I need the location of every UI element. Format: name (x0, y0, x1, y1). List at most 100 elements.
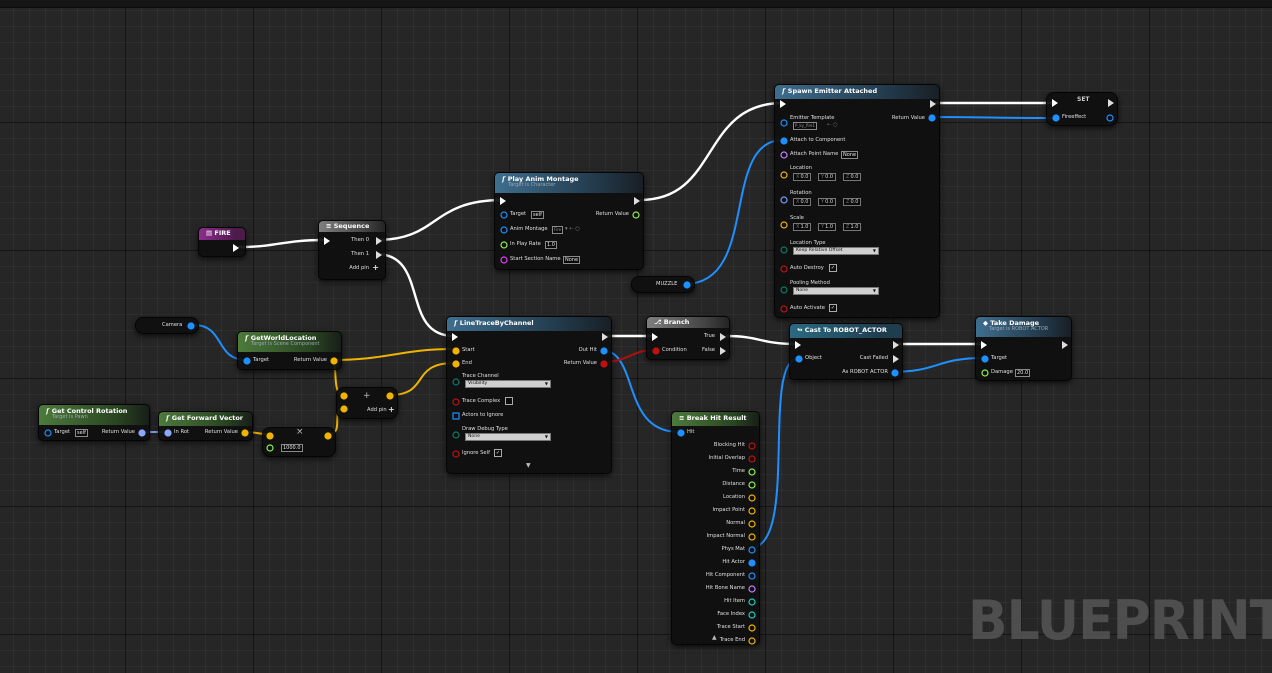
break-output-pin[interactable] (748, 546, 756, 554)
draw-debug-pin[interactable] (452, 431, 460, 439)
trace-complex-pin[interactable] (452, 398, 460, 406)
browse-icon[interactable]: ⇠ ○ (827, 122, 838, 128)
return-value-pin[interactable] (928, 114, 936, 122)
target-pin[interactable] (500, 211, 508, 219)
exec-out-pin[interactable] (893, 341, 899, 349)
add-node[interactable]: + Add pin + (336, 387, 398, 419)
auto-activate-pin[interactable] (780, 305, 788, 313)
muzzle-out-pin[interactable] (683, 281, 691, 289)
break-output-pin[interactable] (748, 624, 756, 632)
exec-in-pin[interactable] (500, 197, 506, 205)
break-output-pin[interactable] (748, 598, 756, 606)
emitter-template-select[interactable]: P_ky_fire1 (793, 122, 818, 130)
return-value-pin[interactable] (632, 211, 640, 219)
draw-debug-dropdown[interactable]: None (465, 433, 551, 441)
exec-out-pin[interactable] (1062, 341, 1068, 349)
scale-z-field[interactable]: Z1.0 (843, 223, 862, 231)
target-pin[interactable] (44, 429, 52, 437)
add-pin-button[interactable]: Add pin (349, 265, 369, 271)
vector-a-pin[interactable] (340, 392, 348, 400)
break-output-pin[interactable] (748, 520, 756, 528)
break-output-pin[interactable] (748, 494, 756, 502)
return-value-pin[interactable] (600, 360, 608, 368)
target-pin[interactable] (243, 357, 251, 365)
location-z-field[interactable]: Z0.0 (843, 173, 862, 181)
multiply-node[interactable]: × 1000.0 (262, 427, 336, 457)
vector-out-pin[interactable] (386, 392, 394, 400)
break-output-pin[interactable] (748, 533, 756, 541)
attach-component-pin[interactable] (780, 137, 788, 145)
attach-point-pin[interactable] (780, 151, 788, 159)
break-output-pin[interactable] (748, 442, 756, 450)
return-value-pin[interactable] (138, 429, 146, 437)
ignore-self-checkbox[interactable]: ✓ (494, 449, 502, 457)
end-pin[interactable] (452, 360, 460, 368)
auto-destroy-pin[interactable] (780, 265, 788, 273)
rotation-pin[interactable] (780, 196, 788, 204)
exec-in-pin[interactable] (780, 100, 786, 108)
plus-icon[interactable]: + (388, 405, 395, 414)
fireeffect-out-pin[interactable] (1106, 114, 1114, 122)
exec-in-pin[interactable] (795, 341, 801, 349)
trace-channel-pin[interactable] (452, 378, 460, 386)
as-robot-actor-pin[interactable] (891, 369, 899, 377)
break-output-pin[interactable] (748, 637, 756, 645)
trace-complex-checkbox[interactable] (505, 397, 513, 405)
exec-in-pin[interactable] (652, 333, 658, 341)
pooling-dropdown[interactable]: None (793, 287, 879, 295)
exec-out-pin[interactable] (602, 333, 608, 341)
condition-pin[interactable] (652, 347, 660, 355)
return-value-pin[interactable] (330, 357, 338, 365)
take-damage-node[interactable]: ◆ Take Damage Target is ROBOT ACTOR Targ… (975, 316, 1072, 381)
location-type-pin[interactable] (780, 246, 788, 254)
vector-b-pin[interactable] (340, 405, 348, 413)
start-section-field[interactable]: None (563, 256, 581, 264)
break-output-pin[interactable] (748, 455, 756, 463)
pooling-pin[interactable] (780, 286, 788, 294)
exec-out-pin[interactable] (634, 197, 640, 205)
vector-in-pin[interactable] (266, 432, 274, 440)
out-hit-pin[interactable] (600, 347, 608, 355)
location-type-dropdown[interactable]: Keep Relative Offset (793, 247, 879, 255)
object-pin[interactable] (795, 355, 803, 363)
scale-pin[interactable] (780, 221, 788, 229)
location-y-field[interactable]: Y0.0 (818, 173, 837, 181)
play-rate-pin[interactable] (500, 241, 508, 249)
camera-out-pin[interactable] (187, 322, 195, 330)
play-rate-field[interactable]: 1.0 (545, 241, 557, 249)
fireeffect-in-pin[interactable] (1052, 114, 1060, 122)
set-variable-node[interactable]: SET Fireeffect (1046, 92, 1118, 126)
scale-y-field[interactable]: Y1.0 (818, 223, 837, 231)
auto-activate-checkbox[interactable]: ✓ (829, 304, 837, 312)
break-output-pin[interactable] (748, 611, 756, 619)
auto-destroy-checkbox[interactable]: ✓ (829, 264, 837, 272)
location-x-field[interactable]: X0.0 (793, 173, 812, 181)
break-output-pin[interactable] (748, 468, 756, 476)
multiplier-field[interactable]: 1000.0 (281, 444, 303, 452)
damage-pin[interactable] (981, 369, 989, 377)
return-value-pin[interactable] (241, 429, 249, 437)
fire-event-node[interactable]: ▤ FIRE (198, 227, 246, 257)
location-pin[interactable] (780, 171, 788, 179)
break-output-pin[interactable] (748, 585, 756, 593)
exec-in-pin[interactable] (452, 333, 458, 341)
target-value-field[interactable]: self (75, 429, 88, 437)
collapse-advanced-icon[interactable]: ▲ (712, 634, 717, 641)
cast-failed-pin[interactable] (893, 355, 899, 363)
exec-in-pin[interactable] (1052, 99, 1058, 107)
vector-out-pin[interactable] (324, 432, 332, 440)
break-output-pin[interactable] (748, 507, 756, 515)
exec-out-pin[interactable] (233, 244, 239, 252)
cast-to-robot-actor-node[interactable]: ↬ Cast To ROBOT_ACTOR Object Cast Failed… (789, 323, 903, 380)
target-pin[interactable] (981, 355, 989, 363)
rotation-z-field[interactable]: Z0.0 (843, 198, 862, 206)
add-pin-button[interactable]: Add pin (367, 407, 387, 413)
browse-arrow-icon[interactable]: ▾ ⇠ ○ (565, 226, 580, 232)
